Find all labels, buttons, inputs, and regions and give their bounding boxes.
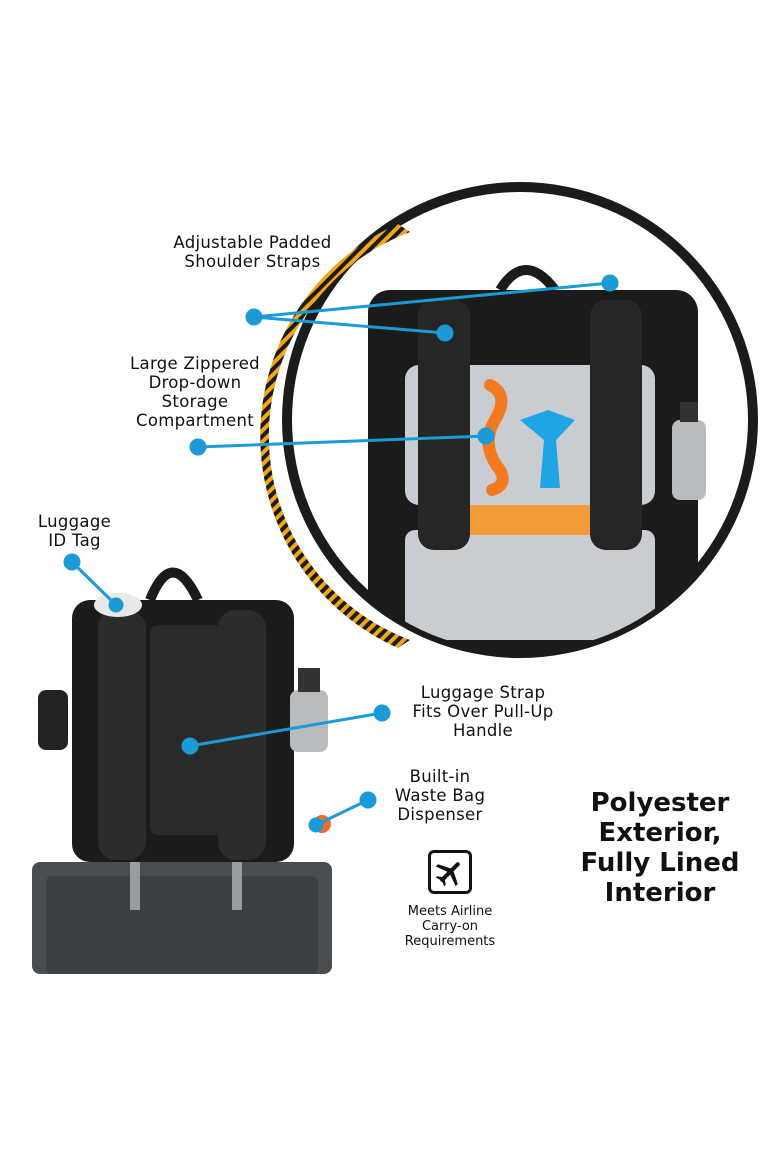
backpack-on-luggage — [32, 567, 332, 974]
callout-line: ID Tag — [48, 531, 101, 550]
feature-line: Interior — [604, 878, 716, 908]
airline-badge: Meets Airline Carry-on Requirements — [380, 850, 520, 949]
feature-text: Polyester Exterior, Fully Lined Interior — [560, 788, 760, 908]
airplane-icon — [428, 850, 472, 894]
leader-lines — [63, 274, 619, 833]
callout-line: Built-in — [409, 767, 471, 786]
zoom-circle — [260, 182, 758, 658]
callout-id-tag: Luggage ID Tag — [22, 512, 127, 550]
feature-line: Exterior, — [598, 818, 722, 848]
feature-line: Fully Lined — [580, 848, 740, 878]
callout-luggage-strap: Luggage Strap Fits Over Pull-Up Handle — [398, 683, 568, 740]
callout-line: Adjustable Padded — [173, 233, 332, 252]
callout-line: Dispenser — [397, 805, 483, 824]
callout-line: Drop-down — [148, 373, 242, 392]
feature-line: Polyester — [590, 788, 730, 818]
callout-shoulder-straps: Adjustable Padded Shoulder Straps — [150, 233, 355, 271]
callout-line: Luggage — [37, 512, 112, 531]
callout-line: Compartment — [136, 411, 254, 430]
callout-line: Luggage Strap — [420, 683, 546, 702]
callout-line: Storage — [161, 392, 229, 411]
callout-line: Waste Bag — [394, 786, 486, 805]
callout-line: Large Zippered — [130, 354, 260, 373]
airline-line: Meets Airline — [407, 904, 493, 919]
callout-line: Handle — [453, 721, 513, 740]
callout-storage-compartment: Large Zippered Drop-down Storage Compart… — [115, 354, 275, 430]
callout-line: Fits Over Pull-Up — [412, 702, 554, 721]
airline-line: Carry-on — [421, 919, 479, 934]
airline-line: Requirements — [404, 934, 496, 949]
callout-waste-bag: Built-in Waste Bag Dispenser — [380, 767, 500, 824]
callout-line: Shoulder Straps — [184, 252, 321, 271]
